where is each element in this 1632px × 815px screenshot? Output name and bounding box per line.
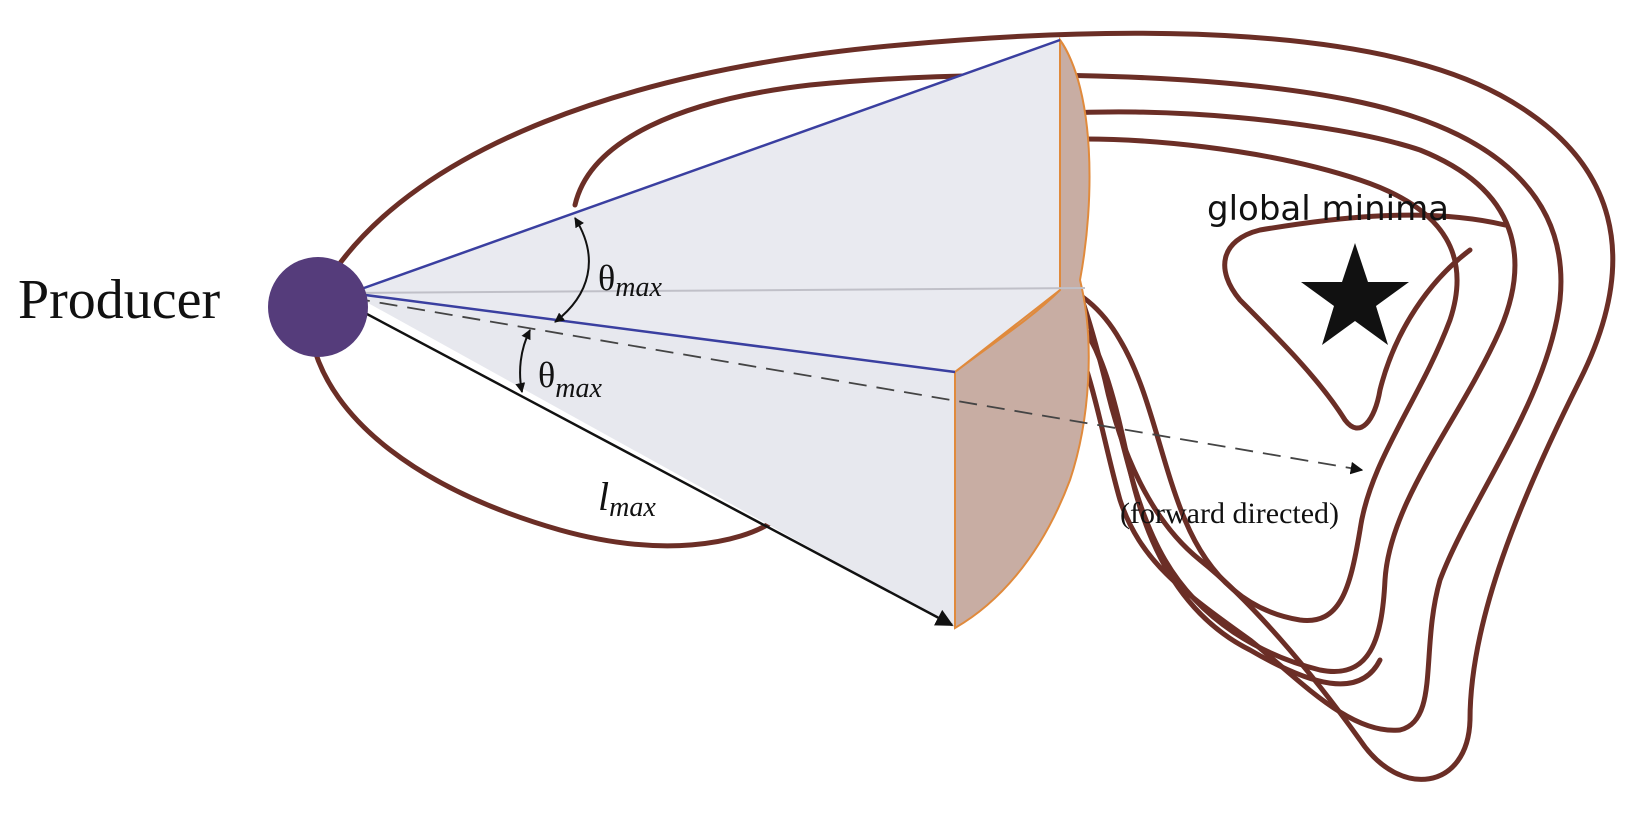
l-max-label: lmax: [598, 474, 656, 523]
contour-fourth: [1042, 136, 1460, 623]
theta-arc-upper: [554, 217, 590, 323]
cone-cap-right: [954, 36, 1091, 630]
producer-node: [268, 257, 368, 357]
forward-arrow: [351, 297, 1364, 475]
lmax-arrow: [349, 303, 954, 627]
contour-second: [572, 72, 1564, 733]
contour-lines: [309, 30, 1616, 782]
contour-outer: [332, 30, 1616, 782]
star-icon: [1301, 243, 1409, 345]
upper-ray: [349, 38, 1061, 295]
cone-center-line: [349, 287, 1086, 294]
theta-max-lower-label: θmax: [538, 355, 602, 404]
search-cone: [349, 36, 1364, 630]
global-minima-label: global minima: [1207, 189, 1449, 229]
contour-lower-loop: [309, 337, 778, 549]
middle-ray: [349, 291, 956, 374]
contour-lower-right: [1057, 297, 1383, 687]
theta-arc-lower: [515, 329, 531, 393]
cone-lower-face: [350, 293, 955, 628]
producer-label: Producer: [18, 269, 221, 331]
theta-max-upper-label: θmax: [598, 258, 662, 303]
forward-directed-label: (forward directed): [1120, 497, 1339, 530]
contour-inner-ring: [1222, 212, 1508, 431]
